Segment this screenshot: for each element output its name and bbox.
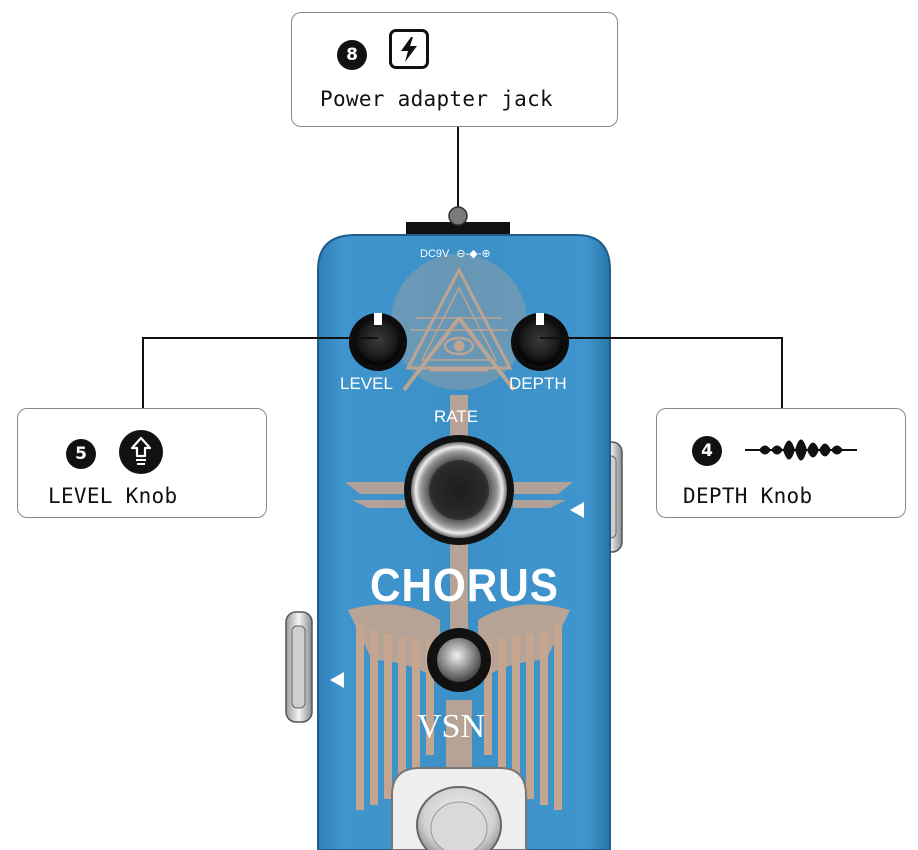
footswitch[interactable] — [391, 767, 527, 850]
polarity-label: ⊖-◆-⊕ — [456, 248, 491, 260]
callout-number-badge: 5 — [66, 439, 96, 469]
callout-number-badge: 8 — [337, 40, 367, 70]
level-knob[interactable] — [349, 313, 407, 371]
level-knob-label: LEVEL — [340, 374, 393, 393]
emblem-art — [391, 254, 527, 392]
depth-knob[interactable] — [511, 313, 569, 371]
callout-label: LEVEL Knob — [48, 484, 178, 508]
output-arrow-icon — [330, 672, 344, 688]
callout-level-knob: 5 LEVEL Knob — [17, 408, 267, 518]
output-jack-left — [285, 611, 313, 723]
power-connector-dot — [448, 206, 468, 226]
rate-knob[interactable] — [404, 435, 514, 545]
callout-connectors — [142, 127, 783, 410]
lightning-bolt-icon — [389, 29, 429, 69]
callout-depth-knob: 4 DEPTH Knob — [656, 408, 906, 518]
effect-name: CHORUS — [370, 559, 559, 611]
status-led — [427, 628, 491, 692]
waveform-icon — [745, 427, 857, 473]
arrow-up-bulb-icon — [119, 430, 163, 474]
dc-voltage-label: DC9V — [420, 248, 450, 260]
depth-knob-label: DEPTH — [509, 374, 567, 393]
power-marking: DC9V ⊖-◆-⊕ — [420, 247, 491, 260]
input-arrow-icon — [570, 502, 584, 518]
callout-label: Power adapter jack — [320, 87, 553, 111]
callout-power-adapter: 8 Power adapter jack — [291, 12, 618, 127]
rate-knob-label: RATE — [434, 407, 479, 426]
brand-logo: VSN — [417, 708, 486, 745]
callout-number-badge: 4 — [692, 436, 722, 466]
callout-label: DEPTH Knob — [683, 484, 813, 508]
